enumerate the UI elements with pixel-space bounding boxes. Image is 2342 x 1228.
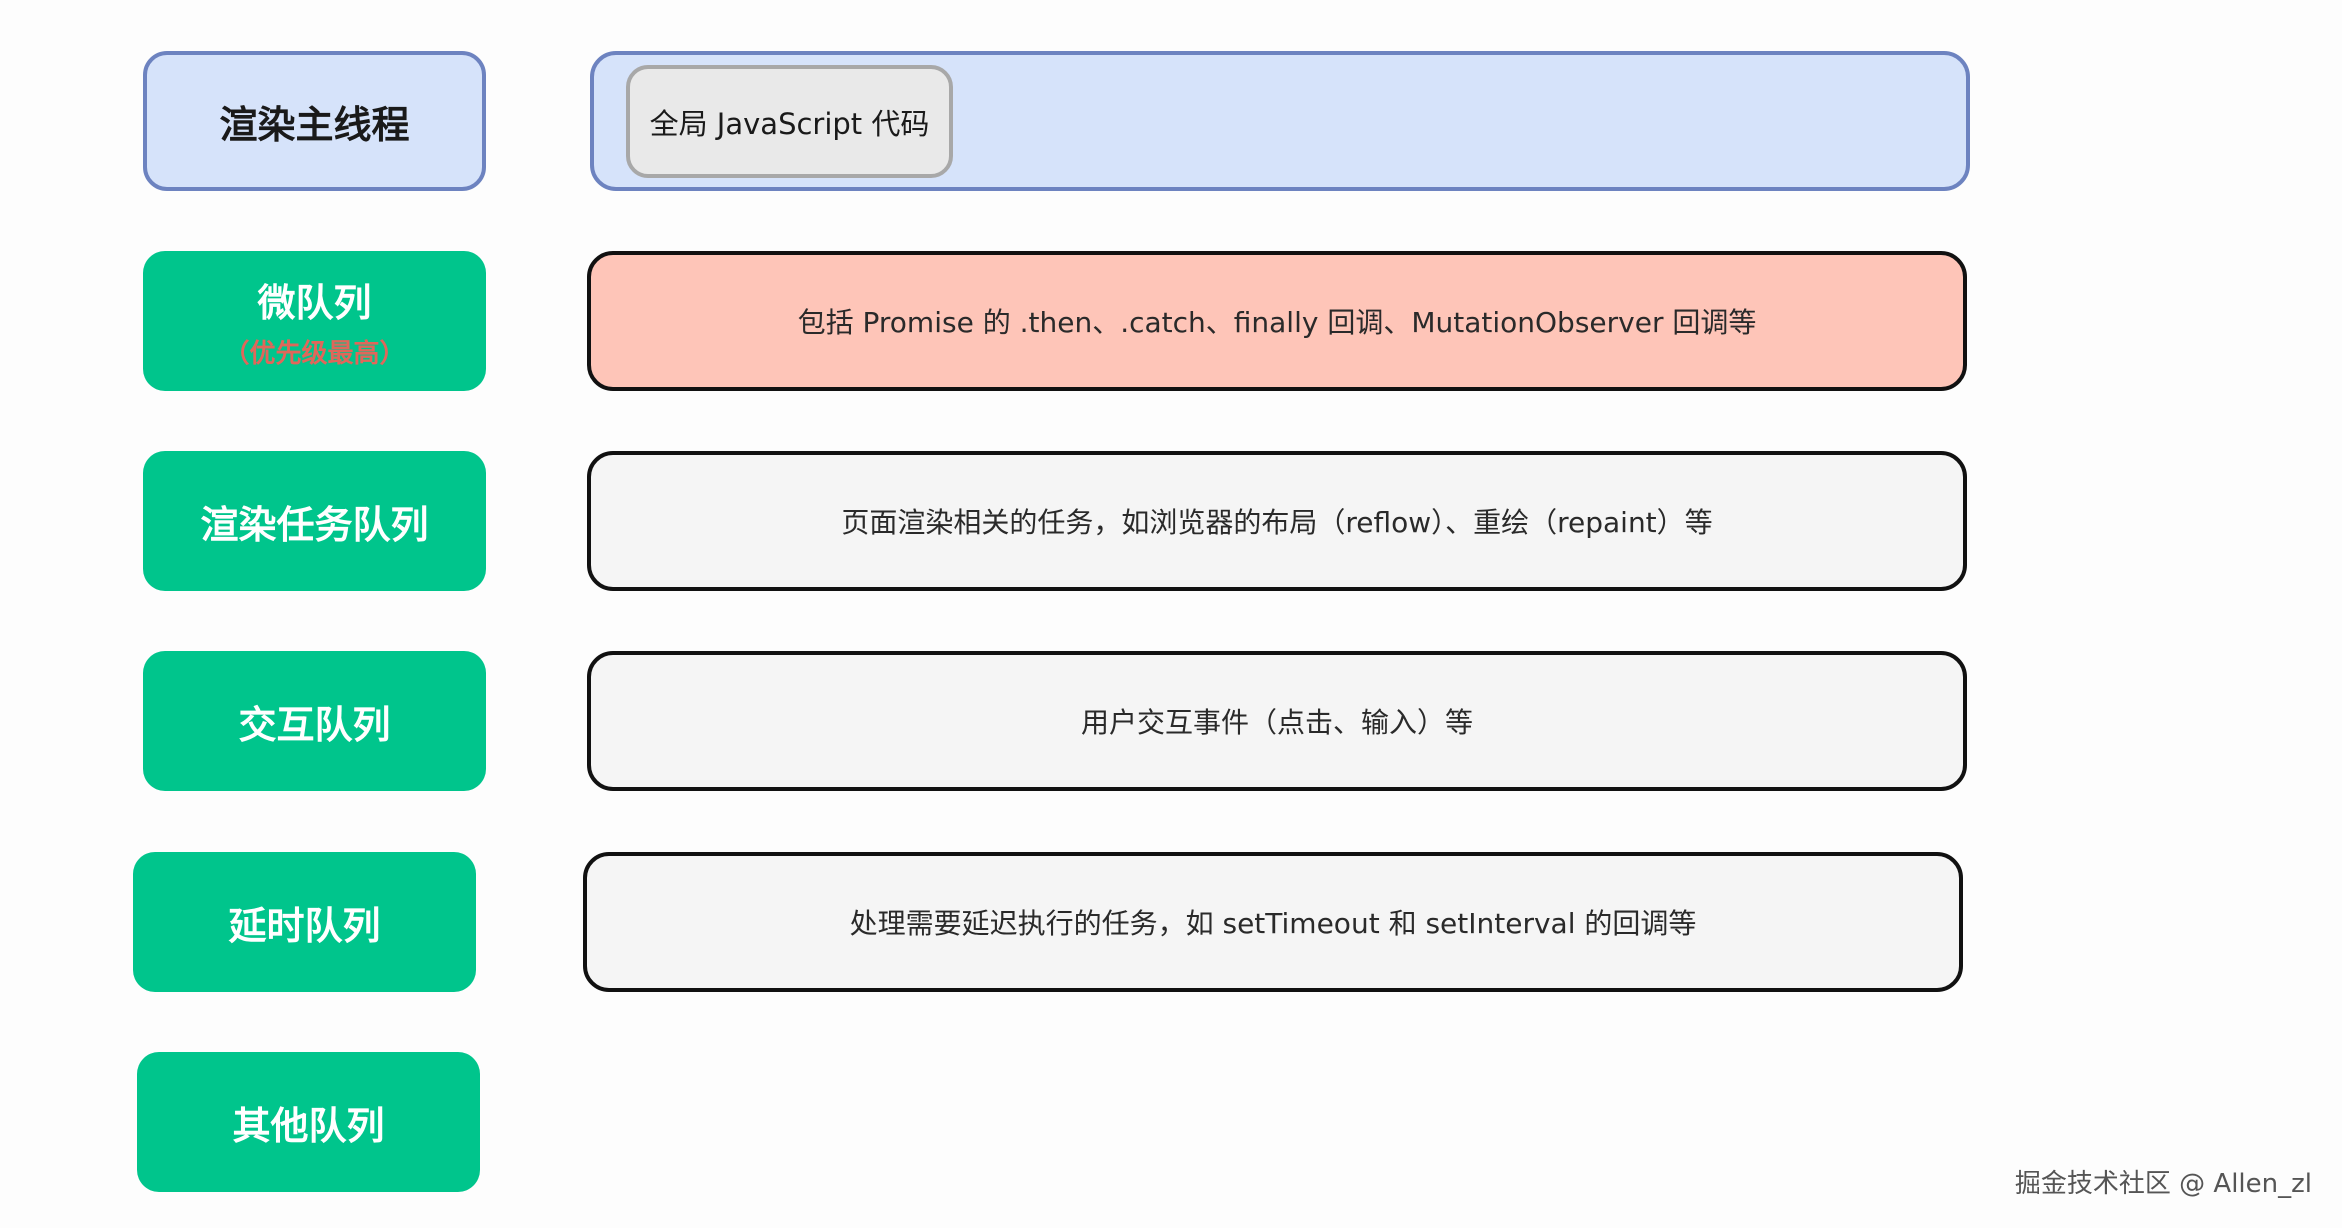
microtask-queue-description: 包括 Promise 的 .then、.catch、finally 回调、Mut… <box>797 306 1757 339</box>
interaction-queue-label: 交互队列 <box>143 651 486 791</box>
render-task-queue-label: 渲染任务队列 <box>143 451 486 591</box>
interaction-queue-label-text: 交互队列 <box>238 702 391 747</box>
render-task-queue-label-text: 渲染任务队列 <box>200 502 429 547</box>
delay-queue-description: 处理需要延迟执行的任务，如 setTimeout 和 setInterval 的… <box>849 907 1697 940</box>
other-queue-label-text: 其他队列 <box>232 1103 385 1148</box>
delay-queue-label-text: 延时队列 <box>228 903 381 948</box>
microtask-queue-label: 微队列 （优先级最高） <box>143 251 486 391</box>
watermark-text: 掘金技术社区 @ Allen_zl <box>2014 1169 2312 1199</box>
delay-queue-box: 处理需要延迟执行的任务，如 setTimeout 和 setInterval 的… <box>583 852 1963 992</box>
render-task-queue-box: 页面渲染相关的任务，如浏览器的布局（reflow）、重绘（repaint）等 <box>587 451 1967 591</box>
delay-queue-label: 延时队列 <box>133 852 476 992</box>
other-queue-label: 其他队列 <box>137 1052 480 1192</box>
global-js-code-chip: 全局 JavaScript 代码 <box>626 65 953 178</box>
render-main-thread-label-text: 渲染主线程 <box>219 102 410 147</box>
global-js-code-text: 全局 JavaScript 代码 <box>649 106 930 141</box>
microtask-priority-note: （优先级最高） <box>223 339 406 369</box>
microtask-queue-box: 包括 Promise 的 .then、.catch、finally 回调、Mut… <box>587 251 1967 391</box>
render-task-queue-description: 页面渲染相关的任务，如浏览器的布局（reflow）、重绘（repaint）等 <box>841 506 1713 539</box>
render-main-thread-label: 渲染主线程 <box>143 51 486 191</box>
interaction-queue-description: 用户交互事件（点击、输入）等 <box>1080 706 1473 739</box>
microtask-queue-label-text: 微队列 <box>257 281 372 325</box>
interaction-queue-box: 用户交互事件（点击、输入）等 <box>587 651 1967 791</box>
